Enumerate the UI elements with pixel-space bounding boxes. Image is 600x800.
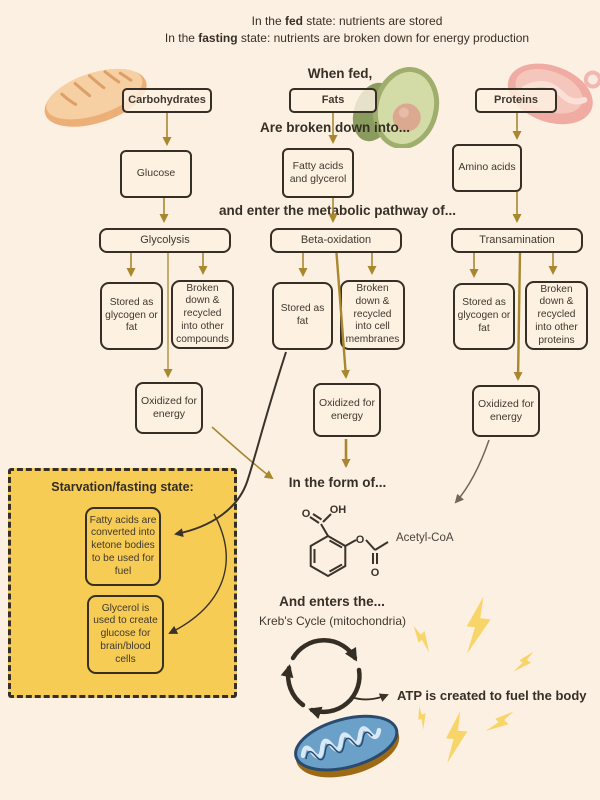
lightning-bolt-icon <box>446 710 468 764</box>
heading-pathway: and enter the metabolic pathway of... <box>218 203 457 218</box>
proteins-stored-box: Stored as glycogen or fat <box>453 283 515 350</box>
lightning-bolt-icon <box>466 596 491 654</box>
fats-stored-box: Stored as fat <box>272 282 333 350</box>
lightning-bolt-icon <box>485 711 514 732</box>
carbs-recycled-box: Broken down & recycled into other compou… <box>171 280 234 349</box>
carbohydrates-box: Carbohydrates <box>122 88 212 113</box>
proteins-recycled-box: Broken down & recycled into other protei… <box>525 281 588 350</box>
intro-text: In the fed state: nutrients are stored I… <box>94 13 600 47</box>
heading-when-fed: When fed, <box>307 66 373 81</box>
lightning-bolt-icon <box>513 651 534 672</box>
fats-box: Fats <box>289 88 377 113</box>
proteins-box: Proteins <box>475 88 557 113</box>
fats-recycled-box: Broken down & recycled into cell membran… <box>340 280 405 350</box>
carbs-oxidized-box: Oxidized for energy <box>135 382 203 434</box>
acetyl-coa-label: Acetyl-CoA <box>396 532 454 544</box>
atp-label: ATP is created to fuel the body <box>397 688 587 703</box>
fats-oxidized-box: Oxidized for energy <box>313 383 381 437</box>
glycolysis-box: Glycolysis <box>99 228 231 253</box>
acetyl-coa-structure-icon: O OH O O <box>302 504 389 579</box>
transamination-box: Transamination <box>451 228 583 253</box>
starvation-panel-title: Starvation/fasting state: <box>51 480 194 494</box>
atom-label-oh: OH <box>330 504 347 516</box>
beta-oxidation-box: Beta-oxidation <box>270 228 402 253</box>
starvation-fasting-panel: Starvation/fasting state: Fatty acids ar… <box>8 468 237 698</box>
mitochondria-icon <box>294 714 400 778</box>
proteins-oxidized-box: Oxidized for energy <box>472 385 540 437</box>
intro-line-fasting: In the fasting state: nutrients are brok… <box>164 31 530 45</box>
amino-acids-box: Amino acids <box>452 144 522 192</box>
glycerol-glucose-box: Glycerol is used to create glucose for b… <box>87 595 164 674</box>
ketone-bodies-box: Fatty acids are converted into ketone bo… <box>85 507 161 586</box>
lightning-bolt-icon <box>418 706 426 730</box>
atom-label-o: O <box>302 508 311 520</box>
fatty-acids-glycerol-box: Fatty acids and glycerol <box>282 148 354 198</box>
carbs-stored-box: Stored as glycogen or fat <box>100 282 163 350</box>
atom-label-ester-o: O <box>356 534 365 546</box>
heading-and-enters: And enters the... <box>279 594 385 609</box>
krebs-cycle-icon <box>280 638 362 720</box>
krebs-cycle-label: Kreb's Cycle (mitochondria) <box>258 614 406 628</box>
atom-label-o2: O <box>371 567 380 579</box>
heading-broken-down: Are broken down into... <box>259 120 410 135</box>
heading-in-form: In the form of... <box>288 475 387 490</box>
intro-line-fed: In the fed state: nutrients are stored <box>251 14 443 28</box>
glucose-box: Glucose <box>120 150 192 198</box>
